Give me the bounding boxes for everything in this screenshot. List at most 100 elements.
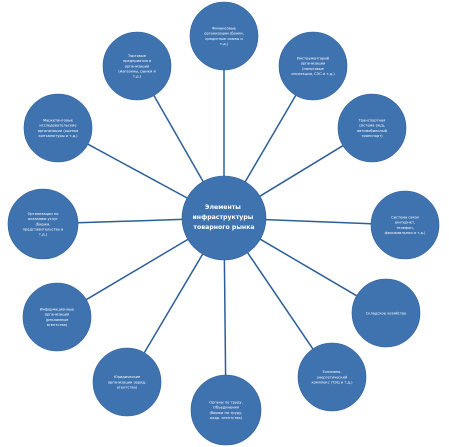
node-label-line: Инструментарий — [297, 57, 330, 61]
node-label-line: автомобильный — [357, 129, 388, 133]
connector-line-labor — [223, 259, 227, 376]
connector-line-insurance — [244, 94, 297, 183]
node-labor: Органы по труду,Объединения(биржи по тру… — [190, 374, 262, 446]
node-label-line: т.д.) — [39, 233, 48, 237]
node-label-line: кредитные союзы и — [205, 37, 243, 41]
node-label-line: Органы по труду, — [209, 401, 242, 405]
node-label-line: агентства) — [117, 386, 138, 390]
node-label-communication: Система связи(интернет,телефон,факсимиль… — [385, 216, 426, 236]
node-label-line: (рекламные — [46, 318, 69, 322]
center-node: Элементы инфраструктуры товарного рынка — [181, 175, 267, 261]
connector-line-transport — [259, 145, 344, 197]
node-label-line: исследовательские — [39, 124, 77, 128]
node-label-line: (магазины, рынки и — [118, 70, 156, 74]
center-label: Элементы инфраструктуры товарного рынка — [192, 204, 255, 231]
node-label-line: Юридические — [114, 375, 141, 379]
node-label-line: конъюнктуры и т.д.) — [38, 134, 78, 138]
connector-line-legal — [143, 253, 204, 354]
node-label-line: предприятия и — [123, 59, 152, 63]
node-label-line: Финансовые — [212, 27, 236, 31]
node-label-warehouse: Складское хозяйство — [366, 311, 406, 315]
center-circle — [181, 175, 267, 261]
node-label-line: представительства и — [23, 228, 64, 232]
node-circle-labor — [190, 374, 262, 446]
node-label-line: агентства) — [47, 323, 68, 327]
node-circle-trade — [102, 31, 172, 101]
node-label-line: (интернет, — [395, 221, 415, 225]
node-label-line: Транспортная — [358, 119, 386, 123]
node-circle-warehouse — [351, 278, 421, 348]
center-label-line: Элементы — [205, 204, 241, 211]
node-label-line: организации — [301, 62, 326, 66]
connector-line-trade — [153, 95, 204, 182]
node-circle-information — [22, 282, 92, 352]
node-circle-transport — [337, 93, 407, 163]
node-circle-services — [7, 188, 79, 260]
node-label-labor: Органы по труду,Объединения(биржи по тру… — [209, 401, 242, 421]
node-label-line: (налоговые — [302, 67, 324, 71]
node-label-line: Организации по — [28, 212, 59, 216]
node-label-line: организации (юрид. — [108, 380, 146, 384]
connector-line-communication — [265, 218, 372, 225]
node-label-line: телефон, — [396, 226, 414, 230]
node-label-line: инспекции, СЭС и т.д.) — [291, 72, 335, 76]
node-label-line: кадр. агентства) — [210, 416, 243, 420]
node-label-line: Складское хозяйство — [366, 311, 406, 315]
node-label-line: Топливно- — [321, 370, 342, 374]
connector-line-warehouse — [259, 238, 358, 297]
node-label-line: Торговые — [127, 54, 147, 58]
connector-line-services — [77, 218, 183, 224]
node-circle-legal — [92, 347, 162, 417]
node-circle-insurance — [278, 31, 348, 101]
node-circle-marketing — [23, 93, 93, 163]
connectors — [77, 70, 372, 376]
node-circle-finance — [189, 1, 259, 71]
node-label-line: организации — [45, 313, 70, 317]
node-label-line: (биржи, — [36, 222, 51, 226]
node-label-line: (биржи по труду, — [210, 411, 243, 415]
node-label-line: факсимильная и т.д.) — [385, 231, 426, 235]
node-circle-energy — [297, 342, 367, 412]
node-label-line: т.д.) — [133, 75, 142, 79]
connector-line-information — [85, 238, 189, 301]
node-label-line: организации (оценка — [38, 129, 79, 133]
node-label-line: система (ж/д, — [359, 124, 385, 128]
node-label-line: организации — [125, 64, 150, 68]
node-label-line: организации (банки, — [204, 32, 243, 36]
node-label-line: комплекс (ТЭЦ и т.д.) — [311, 381, 353, 385]
node-circle-communication — [370, 190, 440, 260]
connector-line-energy — [246, 252, 314, 350]
node-communication: Система связи(интернет,телефон,факсимиль… — [370, 190, 440, 260]
node-label-line: Информационные — [40, 308, 75, 312]
node-label-line: оказанию услуг — [28, 217, 58, 221]
node-label-line: Объединения — [213, 406, 239, 410]
node-label-line: Система связи — [391, 216, 419, 220]
node-energy: Топливно-энергетический комплекс (ТЭЦ и т… — [297, 342, 367, 412]
node-label-line: т.д.) — [220, 42, 229, 46]
node-label-energy: Топливно-энергетический комплекс (ТЭЦ и т… — [311, 370, 353, 384]
node-warehouse: Складское хозяйство — [351, 278, 421, 348]
node-label-line: энергетический — [317, 375, 348, 379]
connector-line-marketing — [87, 143, 188, 199]
center-label-line: товарного рынка — [193, 224, 254, 231]
node-label-line: Маркетинговые — [43, 119, 74, 123]
node-label-line: транспорт) — [361, 134, 383, 138]
